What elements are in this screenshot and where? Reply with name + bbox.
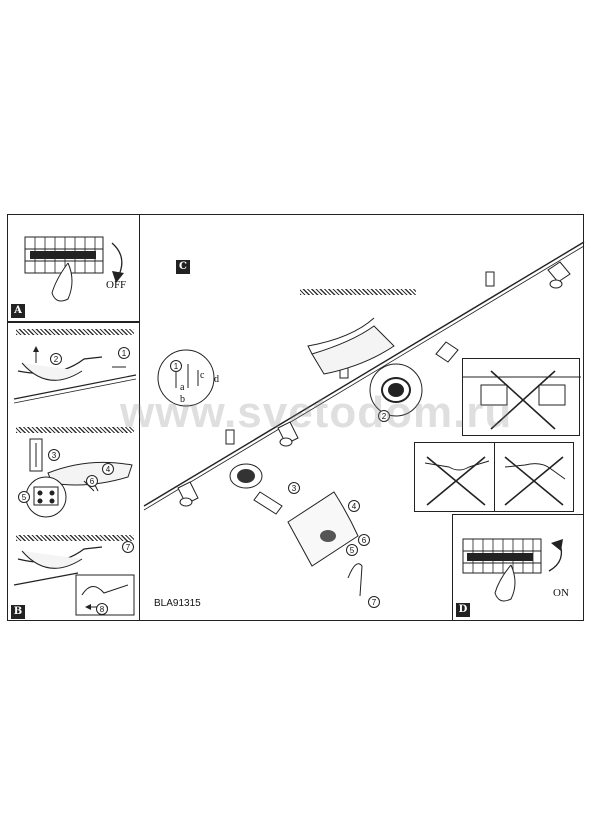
wire-label-d: d: [214, 374, 219, 385]
panel-c-step-7: 7: [368, 596, 380, 608]
panel-b-step-2: 2: [50, 353, 62, 365]
panel-a: OFF A: [7, 214, 140, 322]
panel-d: ON D: [452, 514, 584, 621]
do-not-tilt-illustration: [463, 370, 581, 430]
panel-c-step-5: 5: [346, 544, 358, 556]
panel-b-step-8: 8: [96, 603, 108, 615]
wire-label-c: c: [200, 370, 205, 381]
on-label: ON: [553, 587, 569, 599]
panel-c: C 1 2 3 4 5 6 7 a: [140, 214, 585, 621]
panel-b-step-6: 6: [86, 475, 98, 487]
panel-c-letter: C: [176, 260, 190, 274]
wire-label-b: b: [180, 394, 185, 405]
panel-b-step-7: 7: [122, 541, 134, 553]
cover-removal-illustration: [13, 346, 137, 404]
warning-panel-bulb-hand: [494, 442, 574, 512]
panel-b-step-1: 1: [118, 347, 130, 359]
breaker-switch-off-illustration: [24, 236, 124, 302]
panel-b-step-5: 5: [18, 491, 30, 503]
model-code: BLA91315: [154, 598, 201, 609]
do-not-touch-bulb-left-illustration: [424, 456, 490, 506]
panel-b: 2 1 3 4 5 6 7 8 B: [7, 322, 140, 621]
panel-c-header-bar: [300, 289, 416, 295]
warning-panel-shade-angle: [462, 358, 581, 436]
panel-c-step-4: 4: [348, 500, 360, 512]
warning-panel-bulb-touch: [414, 442, 498, 512]
panel-b-letter: B: [11, 605, 25, 619]
panel-c-step-3: 3: [288, 482, 300, 494]
panel-c-step-1: 1: [170, 360, 182, 372]
panel-b-header-bar: [16, 329, 134, 335]
do-not-touch-bulb-right-illustration: [504, 456, 566, 506]
panel-c-step-6: 6: [358, 534, 370, 546]
cover-refit-illustration: [13, 546, 135, 616]
panel-b-step-4: 4: [102, 463, 114, 475]
panel-b-middle-bar: [16, 427, 134, 433]
off-label: OFF: [106, 279, 127, 291]
panel-a-letter: A: [11, 304, 25, 318]
panel-d-letter: D: [456, 603, 470, 617]
panel-b-step-3: 3: [48, 449, 60, 461]
panel-c-step-2: 2: [378, 410, 390, 422]
panel-b-lower-bar: [16, 535, 134, 541]
breaker-switch-on-illustration: [462, 538, 563, 602]
wire-label-a: a: [180, 382, 185, 393]
watermark-text: www.svetodom.ru: [120, 388, 513, 437]
